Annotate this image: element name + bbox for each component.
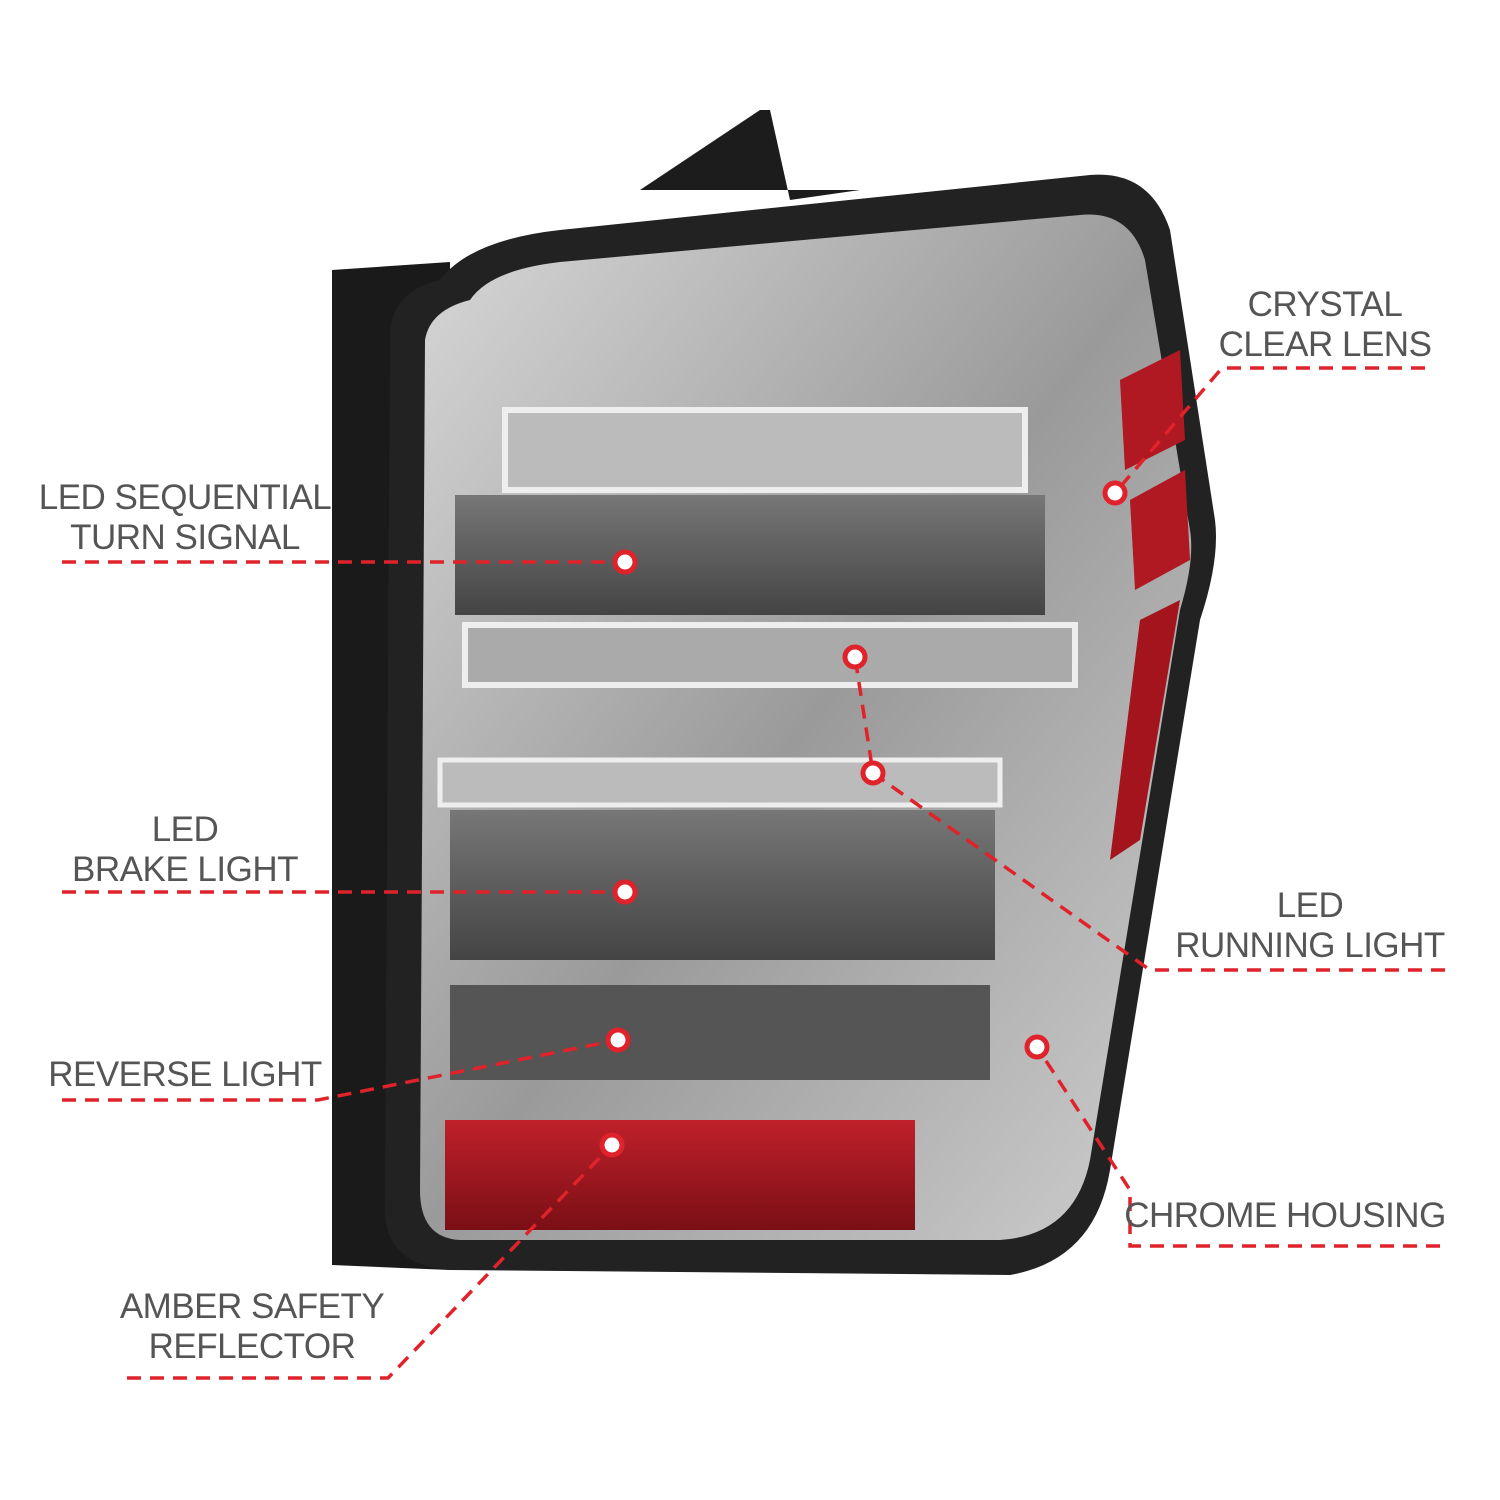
leader-reverse-light [62,1038,619,1102]
label-reverse-light: REVERSE LIGHT [48,1055,322,1094]
lens [420,214,1192,1241]
reverse-lens [450,985,990,1080]
brake-bar [437,757,1003,808]
running-light-bar [462,622,1078,688]
reflector [445,1120,915,1230]
leader-running-light [853,656,1445,972]
leader-crystal-clear-lens [1113,366,1425,495]
callout-dots [599,480,1128,1158]
turn-signal-leds [455,495,1045,615]
brake-leds [450,810,995,960]
mount-tab [640,110,860,200]
turn-signal-bar [502,407,1028,493]
label-chrome-housing: CHROME HOUSING [1124,1196,1446,1235]
leader-reflector [127,1143,614,1380]
side-red-lens [1120,350,1185,470]
callout-lines [62,366,1445,1380]
